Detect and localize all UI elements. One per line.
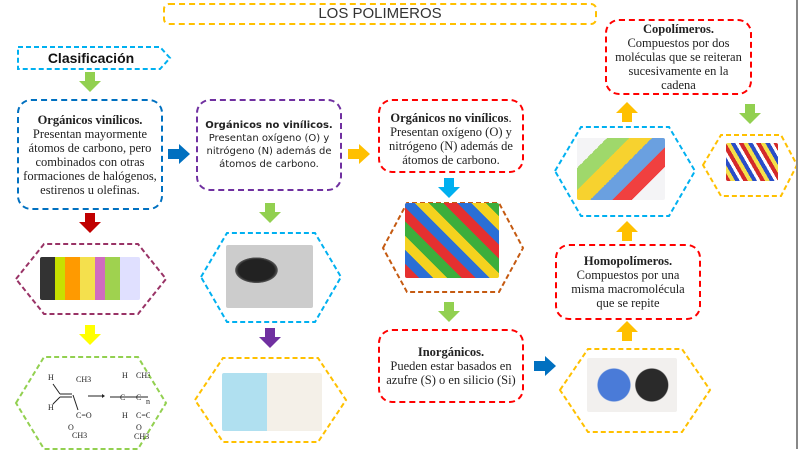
box-heading: Inorgánicos. bbox=[417, 345, 485, 359]
box-inorganicos: Inorgánicos. Pueden estar basados en azu… bbox=[378, 329, 524, 403]
hexagon-formula bbox=[14, 356, 168, 450]
classification-label: Clasificación bbox=[48, 50, 134, 66]
arrow-right-icon bbox=[348, 144, 370, 164]
arrow-up-icon bbox=[616, 102, 638, 122]
arrow-down-icon bbox=[438, 178, 460, 198]
arrow-up-icon bbox=[616, 321, 638, 341]
formula-c: C bbox=[136, 393, 141, 402]
page-edge-divider bbox=[796, 0, 798, 449]
formula-ch3: CH3 bbox=[72, 431, 87, 440]
formula-c: C bbox=[120, 393, 125, 402]
formula-ch3: CH3 bbox=[134, 432, 149, 440]
arrow-right-icon bbox=[534, 356, 556, 376]
formula-h: H bbox=[48, 403, 54, 412]
formula-n: n bbox=[146, 397, 150, 406]
box-homopolimeros: Homopolímeros. Compuestos por una misma … bbox=[555, 244, 701, 320]
arrow-down-icon bbox=[79, 213, 101, 233]
box-heading: Copolímeros. bbox=[643, 22, 714, 36]
page-title: LOS POLIMEROS bbox=[163, 3, 597, 25]
frying-pan-image bbox=[226, 245, 313, 308]
box-body: Presentan mayormente átomos de carbono, … bbox=[23, 126, 157, 197]
arrow-down-icon bbox=[739, 104, 761, 124]
box-body: . Presentan oxígeno (O) y nitrógeno (N) … bbox=[389, 111, 513, 167]
arrow-down-icon bbox=[79, 72, 101, 92]
formula-ch3: CH3 bbox=[76, 375, 91, 384]
box-body: Compuestos por dos moléculas que se reit… bbox=[615, 36, 742, 92]
hexagon-pan bbox=[199, 232, 343, 323]
formula-h: H bbox=[48, 373, 54, 382]
hexagon-office bbox=[193, 357, 348, 443]
box-body: Compuestos por una misma macromolécula q… bbox=[571, 268, 685, 310]
hexagon-molds bbox=[558, 348, 712, 433]
arrow-down-icon bbox=[79, 325, 101, 345]
box-body: Pueden estar basados en azufre (S) o en … bbox=[386, 359, 516, 387]
office-clipart-image bbox=[222, 373, 322, 431]
molds-image bbox=[587, 358, 677, 412]
hexagon-plastics bbox=[14, 243, 168, 315]
formula-o: O bbox=[68, 423, 74, 432]
formula-co: C=O bbox=[136, 411, 150, 420]
box-heading: Orgánicos no vinílicos bbox=[390, 111, 509, 125]
box-heading: Homopolímeros. bbox=[583, 254, 673, 268]
plastic-beads-image bbox=[726, 143, 778, 181]
box-copolimeros: Copolímeros. Compuestos por dos molécula… bbox=[605, 19, 752, 95]
arrow-down-icon bbox=[438, 302, 460, 322]
arrow-right-icon bbox=[168, 144, 190, 164]
classification-banner: Clasificación bbox=[17, 46, 172, 70]
lego-image bbox=[405, 203, 499, 278]
plastics-image bbox=[40, 257, 140, 300]
formula-h: H bbox=[122, 411, 128, 420]
arrow-down-icon bbox=[259, 328, 281, 348]
box-organicos-vinilicos: Orgánicos vinílicos. Presentan mayorment… bbox=[17, 99, 163, 210]
plastic-tubes-image bbox=[577, 138, 665, 200]
formula-h: H bbox=[122, 371, 128, 380]
formula-co: C=O bbox=[76, 411, 92, 420]
box-organicos-no-vinilicos-2: Orgánicos no vinílicos. Presentan oxígen… bbox=[378, 99, 524, 173]
box-heading: Orgánicos vinílicos. bbox=[37, 112, 143, 127]
hexagon-tubes bbox=[553, 126, 697, 217]
arrow-down-icon bbox=[259, 203, 281, 223]
box-body: Presentan oxígeno (O) y nitrógeno (N) ad… bbox=[206, 133, 332, 170]
formula-ch3: CH3 bbox=[136, 371, 150, 380]
box-organicos-no-vinilicos-1: Orgánicos no vinílicos. Presentan oxígen… bbox=[196, 99, 342, 191]
polymerization-formula: H H CH3 C=O O CH3 H CH3 C C n H C=O O CH… bbox=[48, 371, 150, 440]
arrow-up-icon bbox=[616, 221, 638, 241]
formula-o: O bbox=[136, 423, 142, 432]
box-heading: Orgánicos no vinílicos. bbox=[205, 120, 333, 131]
